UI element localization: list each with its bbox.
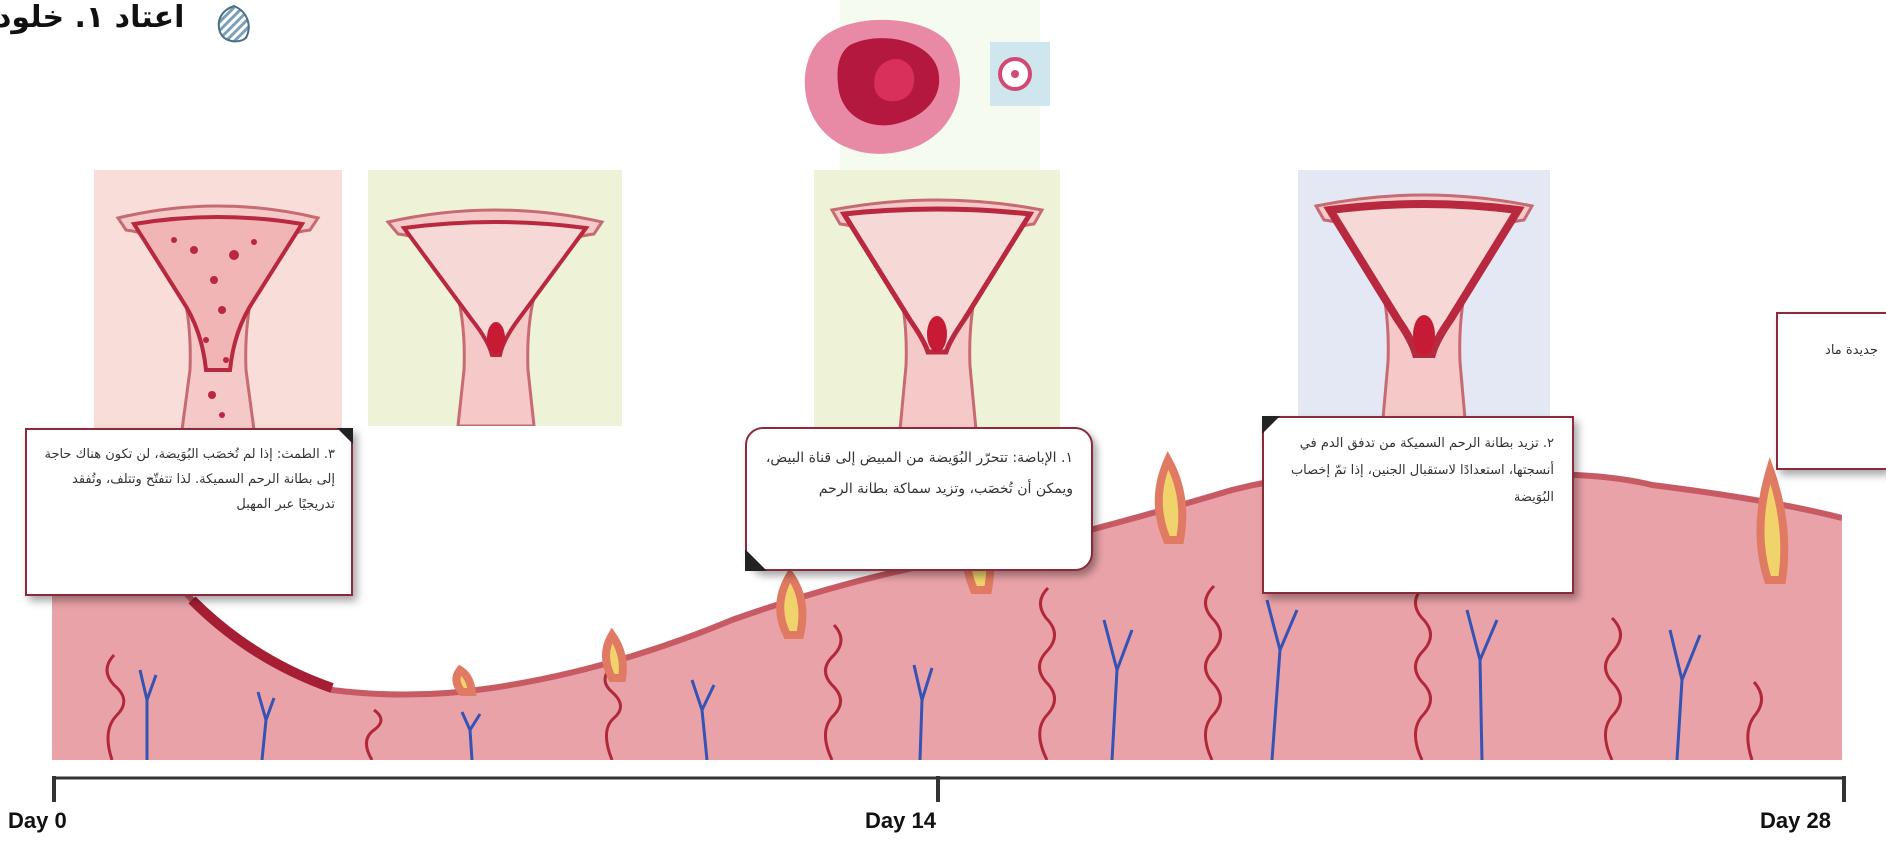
uterus-panel-menstruation xyxy=(94,170,342,430)
callout-menstruation: ٣. الطمث: إذا لم تُخصَب البُوَيضة، لن تك… xyxy=(25,428,353,596)
callout-menstruation-text: ٣. الطمث: إذا لم تُخصَب البُوَيضة، لن تك… xyxy=(44,447,335,512)
callout-thickening-text: ٢. تزيد بطانة الرحم السميكة من تدفق الدم… xyxy=(1291,436,1554,505)
callout-ovulation-text: ١. الإباضة: تتحرّر البُوَيضة من المبيض إ… xyxy=(766,450,1073,497)
uterus-panel-ovulation xyxy=(814,170,1060,430)
callout-corner xyxy=(745,549,767,571)
striped-leaf-icon xyxy=(212,2,256,46)
timeline-axis xyxy=(40,770,1860,820)
uterus-panel-thickened xyxy=(1298,170,1550,430)
callout-corner xyxy=(337,428,353,444)
callout-corner xyxy=(1262,416,1280,434)
callout-partial-text: جديدة ماد xyxy=(1825,343,1878,358)
timeline-label-day-0: Day 0 xyxy=(8,808,67,834)
uterus-panel-early xyxy=(368,170,622,426)
timeline-label-day-14: Day 14 xyxy=(865,808,936,834)
callout-ovulation: ١. الإباضة: تتحرّر البُوَيضة من المبيض إ… xyxy=(745,427,1093,571)
callout-partial: جديدة ماد xyxy=(1776,312,1886,470)
timeline-label-day-28: Day 28 xyxy=(1760,808,1831,834)
ovulation-illustration xyxy=(780,0,1060,170)
callout-thickening: ٢. تزيد بطانة الرحم السميكة من تدفق الدم… xyxy=(1262,416,1574,594)
